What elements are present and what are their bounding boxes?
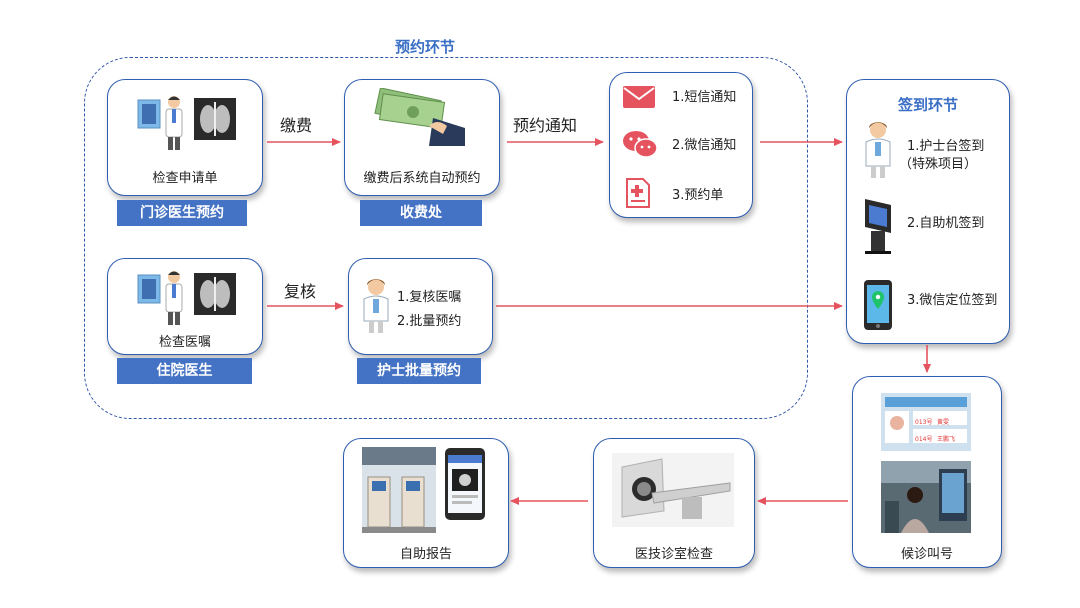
booking-section-title: 预约环节 [394, 38, 455, 56]
outpatient-card: 检查申请单 [107, 79, 263, 196]
checkin-item-nurse-desk: 1.护士台签到 [907, 139, 985, 154]
waiting-hall-photo [881, 461, 971, 533]
notification-item-slip: 3.预约单 [672, 188, 724, 203]
notification-card: 1.短信通知 2.微信通知 3.预约单 [609, 72, 753, 218]
arrow-label-review: 复核 [284, 282, 317, 301]
outpatient-doctor-tag: 门诊医生预约 [117, 200, 247, 226]
booking-region [84, 57, 808, 419]
ct-scanner-image [612, 453, 734, 527]
appointment-slip-icon [626, 178, 650, 208]
report-caption: 自助报告 [399, 547, 452, 562]
notification-item-wechat: 2.微信通知 [672, 138, 737, 153]
checkin-item-special: （特殊项目） [899, 157, 978, 172]
queue-screen-image [881, 393, 971, 451]
cashier-card: 缴费后系统自动预约 [344, 79, 500, 196]
report-card: 自助报告 [343, 438, 509, 568]
nurse-card: 1.复核医嘱 2.批量预约 [348, 258, 493, 355]
nurse-item-batch: 2.批量预约 [397, 314, 462, 329]
queue-number-2: 014号 [915, 436, 933, 443]
exam-card: 医技诊室检查 [593, 438, 755, 568]
doctor-xray-icon [137, 271, 236, 325]
location-phone-icon [864, 280, 892, 330]
report-kiosk-photo [362, 447, 436, 533]
nurse-desk-icon [865, 122, 891, 178]
exam-caption: 医技诊室检查 [634, 547, 713, 562]
queue-number-1: 013号 [915, 419, 933, 426]
sms-envelope-icon [623, 86, 655, 108]
checkin-item-wechat-location: 3.微信定位签到 [907, 293, 998, 308]
wechat-icon [623, 131, 658, 158]
queue-name-2: 王鹏飞 [937, 436, 956, 443]
payment-money-icon [374, 88, 465, 146]
outpatient-caption: 检查申请单 [152, 171, 218, 186]
notification-item-sms: 1.短信通知 [672, 90, 737, 105]
inpatient-doctor-tag: 住院医生 [117, 358, 252, 384]
cashier-caption: 缴费后系统自动预约 [363, 171, 481, 186]
nurse-batch-tag: 护士批量预约 [357, 358, 481, 384]
checkin-item-kiosk: 2.自助机签到 [907, 216, 985, 231]
waiting-card: 013号 黄雯 014号 王鹏飞 候诊叫号 [852, 376, 1002, 568]
queue-name-1: 黄雯 [937, 419, 950, 426]
nurse-item-review: 1.复核医嘱 [397, 290, 462, 305]
doctor-xray-icon [137, 96, 236, 150]
kiosk-icon [865, 199, 891, 254]
arrow-label-notify: 预约通知 [513, 116, 578, 135]
inpatient-caption: 检查医嘱 [158, 335, 211, 350]
checkin-card: 签到环节 1.护士台签到 （特殊项目） 2.自助机签到 3.微信定位签到 [846, 79, 1010, 344]
inpatient-card: 检查医嘱 [107, 258, 263, 355]
arrow-label-pay: 缴费 [280, 116, 313, 135]
checkin-section-title: 签到环节 [897, 96, 958, 114]
nurse-icon [363, 279, 389, 333]
waiting-caption: 候诊叫号 [900, 547, 953, 562]
cashier-tag: 收费处 [360, 200, 482, 226]
report-phone-icon [445, 448, 485, 520]
